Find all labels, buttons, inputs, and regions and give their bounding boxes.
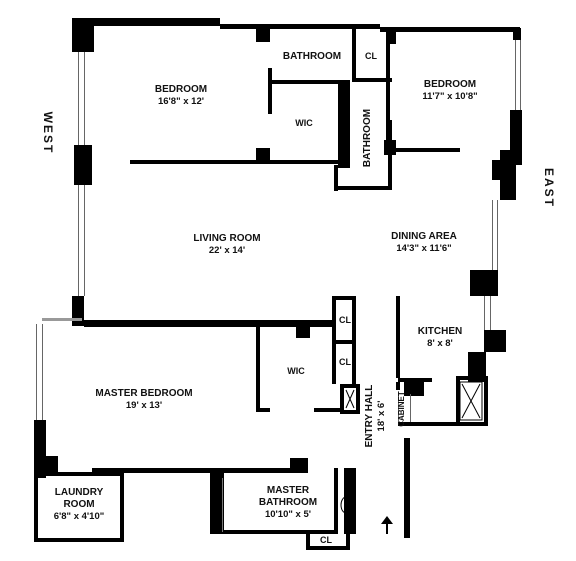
living-room-label: LIVING ROOM bbox=[193, 233, 260, 244]
bedroom-left-dims: 16'8" x 12' bbox=[158, 96, 204, 107]
closet-hall-upper-label: CL bbox=[339, 315, 351, 325]
bedroom-left-label: BEDROOM bbox=[155, 84, 207, 95]
entry-hall-dims: 18' x 6' bbox=[376, 401, 387, 432]
compass-west: WEST bbox=[41, 112, 55, 155]
master-bathroom-label-line2: BATHROOM bbox=[259, 497, 317, 508]
closet-hall-lower-label: CL bbox=[339, 357, 351, 367]
master-bedroom-label: MASTER BEDROOM bbox=[95, 388, 192, 399]
bathroom-vertical-label: BATHROOM bbox=[362, 109, 373, 167]
bedroom-right-dims: 11'7" x 10'8" bbox=[422, 91, 477, 102]
compass-east: EAST bbox=[542, 168, 556, 208]
laundry-room-label-line2: ROOM bbox=[63, 499, 94, 510]
living-room-dims: 22' x 14' bbox=[209, 245, 245, 256]
master-bedroom-dims: 19' x 13' bbox=[126, 400, 162, 411]
master-bathroom-label-line1: MASTER bbox=[267, 485, 310, 496]
cabinet-label: CABINET bbox=[397, 391, 406, 427]
master-bathroom-dims: 10'10" x 5' bbox=[265, 509, 311, 520]
walls bbox=[34, 18, 522, 550]
compass-west-letters: WEST bbox=[41, 112, 55, 155]
fixtures bbox=[340, 381, 483, 514]
wic-top-label: WIC bbox=[295, 118, 313, 128]
wic-master-label: WIC bbox=[287, 366, 305, 376]
laundry-room-dims: 6'8" x 4'10" bbox=[54, 511, 105, 522]
closet-top-label: CL bbox=[365, 51, 377, 61]
entry-hall-label: ENTRY HALL bbox=[364, 385, 375, 448]
laundry-room-label-line1: LAUNDRY bbox=[55, 487, 104, 498]
bedroom-right-label: BEDROOM bbox=[424, 79, 476, 90]
kitchen-label: KITCHEN bbox=[418, 326, 462, 337]
kitchen-dims: 8' x 8' bbox=[427, 338, 453, 349]
dining-area-dims: 14'3" x 11'6" bbox=[396, 243, 451, 254]
dining-area-label: DINING AREA bbox=[391, 231, 457, 242]
bathroom-top-label: BATHROOM bbox=[283, 51, 341, 62]
closet-bottom-label: CL bbox=[320, 535, 332, 545]
